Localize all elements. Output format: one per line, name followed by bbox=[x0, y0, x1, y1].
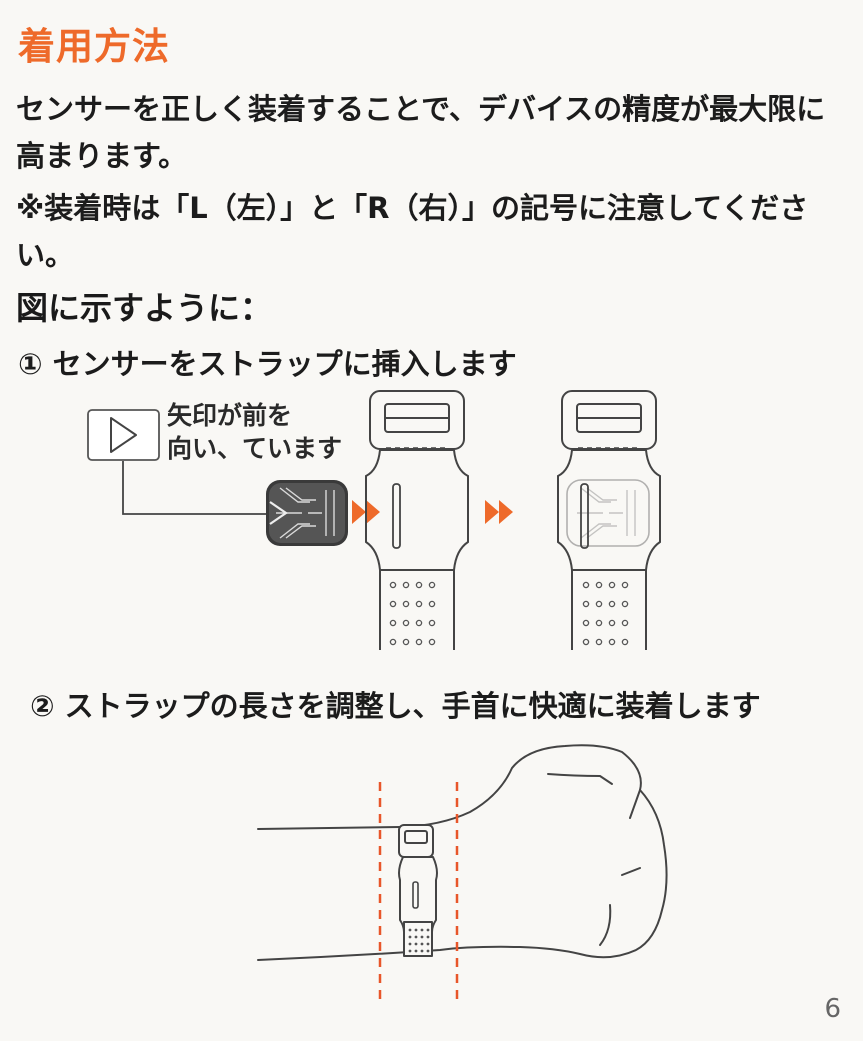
page-number: 6 bbox=[824, 994, 841, 1024]
leader-line bbox=[122, 461, 268, 515]
intro-text: センサーを正しく装着することで、デバイスの精度が最大限に高まります。 bbox=[16, 92, 826, 173]
double-arrow-icon bbox=[352, 500, 380, 524]
step-2-text: ストラップの長さを調整し、手首に快適に装着します bbox=[64, 689, 761, 723]
page-title: 着用方法 bbox=[18, 25, 170, 68]
callout-line-2: 向い、ています bbox=[167, 434, 343, 463]
step-1-number: ① bbox=[18, 347, 43, 381]
step-1: ① センサーをストラップに挿入します bbox=[18, 341, 517, 383]
note-text: ※装着時は「L（左）」と「R（右）」の記号に注意してください。 bbox=[16, 191, 809, 272]
arrow-button-icon bbox=[87, 409, 160, 461]
step-2: ② ストラップの長さを調整し、手首に快適に装着します bbox=[30, 683, 761, 725]
step-1-text: センサーをストラップに挿入します bbox=[52, 347, 517, 381]
double-arrow-icon bbox=[485, 500, 513, 524]
section-heading: 図に示すように： bbox=[16, 289, 273, 327]
strap-icon bbox=[557, 390, 661, 650]
sensor-icon bbox=[566, 479, 650, 547]
step-2-number: ② bbox=[30, 689, 55, 723]
strap-icon bbox=[365, 390, 469, 650]
wrist-icon bbox=[257, 744, 668, 961]
arrow-callout: 矢印が前を 向い、ています bbox=[167, 399, 342, 465]
position-guide-lines bbox=[378, 782, 459, 1006]
sensor-icon bbox=[266, 480, 348, 546]
callout-line-1: 矢印が前を bbox=[167, 401, 293, 430]
